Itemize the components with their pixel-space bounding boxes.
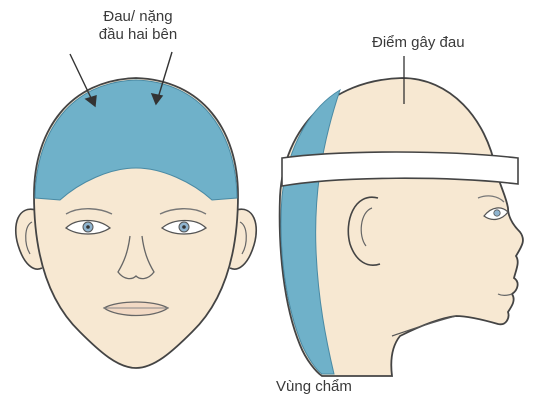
front-pain-label: Đau/ nặng đầu hai bên: [78, 8, 198, 44]
side-pain-point-label: Điểm gây đau: [372, 34, 465, 52]
front-pain-line2: đầu hai bên: [78, 26, 198, 44]
front-pain-line1: Đau/ nặng: [78, 8, 198, 26]
occipital-label: Vùng chẩm: [276, 378, 352, 396]
front-head: [16, 78, 257, 368]
side-head: [280, 78, 523, 376]
